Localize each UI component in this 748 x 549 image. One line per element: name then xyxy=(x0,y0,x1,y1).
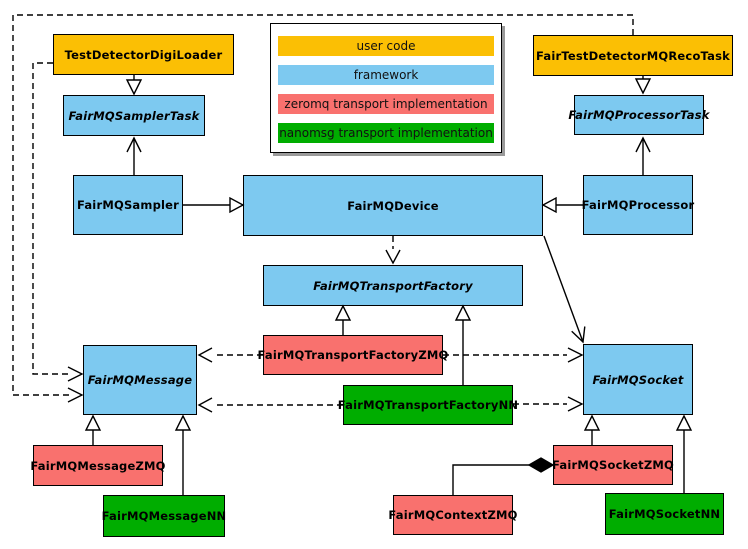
edge-fairmqtransportfactoryzmq-fairmqtransportfactory xyxy=(334,304,352,335)
inheritance-triangle-icon xyxy=(583,414,601,431)
node-fairmqtransportfactory: FairMQTransportFactory xyxy=(263,265,523,306)
edge-fairmqtransportfactorynn-fairmqtransportfactory xyxy=(454,304,472,385)
edge-fairmqmessagenn-fairmqmessage xyxy=(174,414,192,495)
inheritance-triangle-icon xyxy=(174,414,192,431)
node-fairmqdevice: FairMQDevice xyxy=(243,175,543,236)
legend-item-user-code: user code xyxy=(278,36,494,56)
edge-fairmqsocketnn-fairmqsocket xyxy=(675,414,693,493)
node-fairmqcontextzmq: FairMQContextZMQ xyxy=(388,495,517,535)
node-testdetectordigiloader: TestDetectorDigiLoader xyxy=(53,34,234,75)
node-fairmqsampler: FairMQSampler xyxy=(73,175,183,235)
legend-item-nanomsg: nanomsg transport implementation xyxy=(278,123,494,143)
composition-diamond-icon xyxy=(527,457,555,473)
node-fairmqprocessor: FairMQProcessor xyxy=(582,175,694,235)
open-arrowhead-icon xyxy=(126,136,142,153)
node-fairmqmessagezmq: FairMQMessageZMQ xyxy=(30,445,165,486)
node-fairmqmessage: FairMQMessage xyxy=(83,345,197,415)
node-fairmqsocketzmq: FairMQSocketZMQ xyxy=(552,445,674,485)
legend-box: user code framework zeromq transport imp… xyxy=(270,23,502,153)
edge-fairmqtransportfactorynn-fairmqmessage xyxy=(197,397,343,413)
inheritance-triangle-icon xyxy=(125,79,143,96)
edge-fairmqsampler-fairmqsamplertask xyxy=(126,136,142,175)
edge-fairmqmessagezmq-fairmqmessage xyxy=(84,414,102,445)
edge-fairmqtransportfactorynn-fairmqsocket xyxy=(513,396,584,412)
open-arrowhead-icon xyxy=(567,347,584,363)
legend-item-framework: framework xyxy=(278,65,494,85)
inheritance-triangle-icon xyxy=(675,414,693,431)
edge-fairmqprocessor-fairmqprocessortask xyxy=(635,136,651,175)
node-fairmqsocket: FairMQSocket xyxy=(583,344,693,415)
node-fairmqsocketnn: FairMQSocketNN xyxy=(605,493,724,535)
open-arrowhead-icon xyxy=(67,387,84,403)
node-fairmqmessagenn: FairMQMessageNN xyxy=(102,495,226,537)
legend-item-zeromq: zeromq transport implementation xyxy=(278,94,494,114)
open-arrowhead-icon xyxy=(635,136,651,153)
node-fairmqtransportfactoryzmq: FairMQTransportFactoryZMQ xyxy=(258,335,448,375)
open-arrowhead-icon xyxy=(197,347,213,363)
edge-fairmqcontextzmq-fairmqsocketzmq xyxy=(452,457,555,495)
edge-fairmqtransportfactoryzmq-fairmqmessage xyxy=(197,347,263,363)
open-arrowhead-icon xyxy=(197,397,213,413)
edge-fairmqdevice-fairmqtransportfactory xyxy=(385,236,401,265)
edge-fairmqsocketzmq-fairmqsocket xyxy=(583,414,601,445)
open-arrowhead-icon xyxy=(567,396,584,412)
inheritance-triangle-icon xyxy=(454,304,472,321)
inheritance-triangle-icon xyxy=(84,414,102,431)
edge-fairmqdevice-fairmqsocket xyxy=(543,235,586,344)
edge-fairmqtransportfactoryzmq-fairmqsocket xyxy=(443,347,584,363)
edge-fairtestdetectormqrecotask-fairmqprocessortask xyxy=(634,76,652,95)
inheritance-triangle-icon xyxy=(229,196,245,214)
node-fairmqtransportfactorynn: FairMQTransportFactoryNN xyxy=(338,385,518,425)
open-arrowhead-icon xyxy=(67,366,84,382)
inheritance-triangle-icon xyxy=(541,196,557,214)
edge-fairmqsampler-fairmqdevice xyxy=(183,196,245,214)
edge-testdetectordigiloader-fairmqsamplertask xyxy=(125,75,143,96)
open-arrowhead-icon xyxy=(385,249,401,265)
inheritance-triangle-icon xyxy=(334,304,352,321)
node-fairmqsamplertask: FairMQSamplerTask xyxy=(63,95,205,136)
node-fairmqprocessortask: FairMQProcessorTask xyxy=(568,95,709,135)
edge-fairmqprocessor-fairmqdevice xyxy=(541,196,583,214)
inheritance-triangle-icon xyxy=(634,78,652,95)
open-arrowhead-icon xyxy=(571,326,586,344)
node-fairtestdetectormqrecotask: FairTestDetectorMQRecoTask xyxy=(533,35,733,76)
